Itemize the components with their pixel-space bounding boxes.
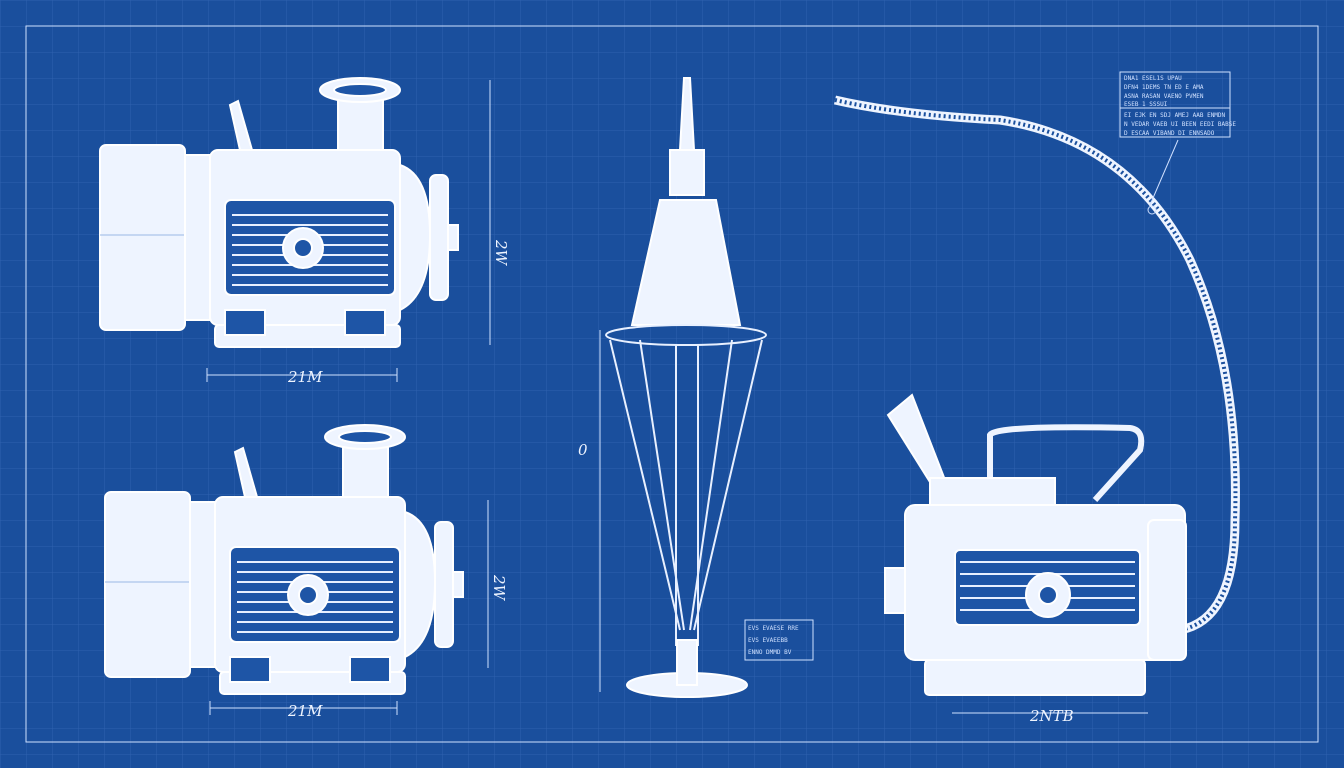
border bbox=[25, 25, 1319, 743]
note-line: EVS EVAESE RRE bbox=[748, 625, 799, 632]
pump-bottom-left: 21M 2W bbox=[104, 424, 508, 720]
note-line: DNA1 ESEL1S UPAU bbox=[1124, 75, 1182, 82]
note-line: EVS EVAEEBB bbox=[748, 637, 788, 644]
dimension-label: 21M bbox=[287, 702, 323, 720]
dimension-label: 2W bbox=[492, 239, 510, 267]
dimension-label: 2NTB bbox=[1029, 707, 1074, 725]
note-line: ESEB 1 SSSUI bbox=[1124, 101, 1168, 108]
dimension-label: 2W bbox=[490, 574, 508, 602]
note-line: N VEDAR VAEB UI BEEN EEDI BABSE bbox=[1124, 121, 1236, 128]
note-line: ASNA RASAN VAENO PVMEN bbox=[1124, 93, 1204, 100]
column-assembly: 0 EVS EVAESE RRE EVS EVAEEBB ENNO DMMD B… bbox=[578, 77, 814, 698]
pump-right: 2NTB DNA1 ESEL1S UPAU DFN4 1DEMS TN ED E… bbox=[833, 71, 1240, 725]
note-line: EI EJK EN SDJ AMEJ AAB ENMDN bbox=[1124, 112, 1226, 119]
note-line: ENNO DMMD BV bbox=[748, 649, 792, 656]
note-line: DFN4 1DEMS TN ED E AMA bbox=[1124, 84, 1204, 91]
note-line: D ESCAA VIBAND DI ENNSADO bbox=[1124, 130, 1215, 137]
dimension-label: 21M bbox=[287, 368, 323, 386]
dimension-label: 0 bbox=[578, 441, 588, 459]
pump-top-left: 21M 2W bbox=[99, 77, 510, 386]
